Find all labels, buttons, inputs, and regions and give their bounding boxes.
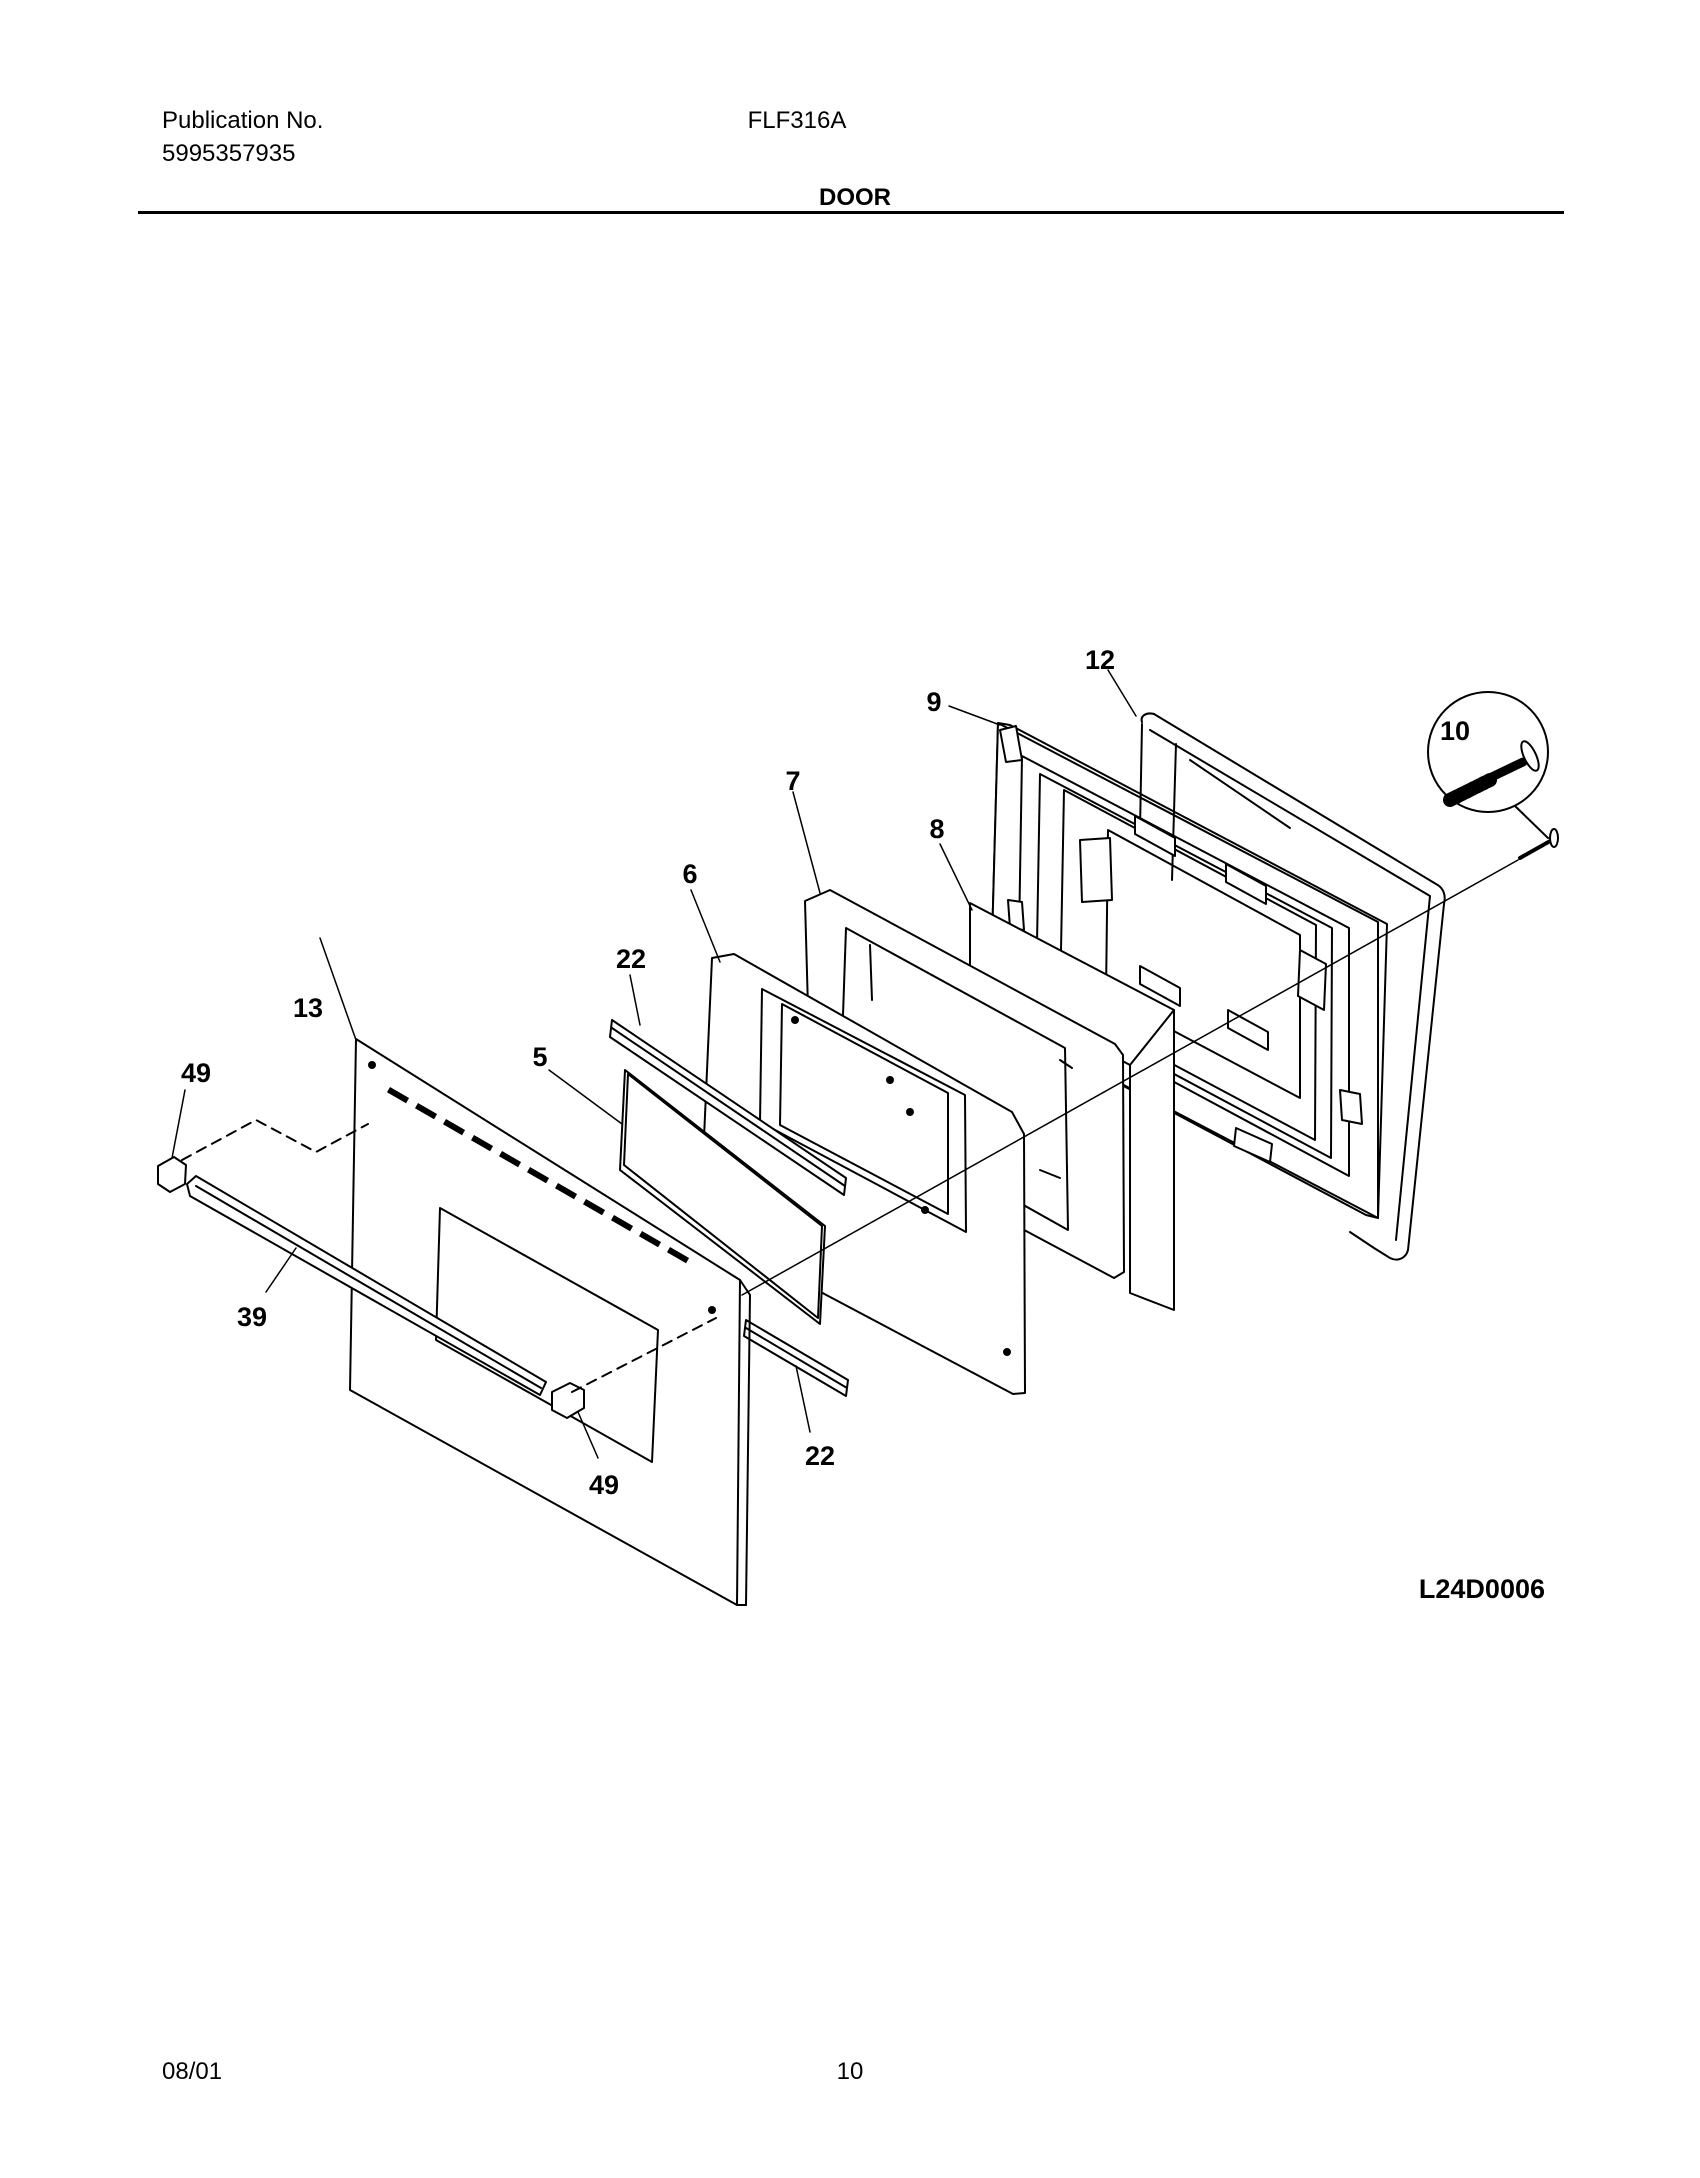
callout-8: 8 [929, 814, 944, 844]
callout-39: 39 [237, 1302, 267, 1332]
part-10-screw-detail [1427, 691, 1559, 860]
part-39-handle [186, 1175, 547, 1396]
callout-49-left: 49 [181, 1058, 211, 1088]
callout-7: 7 [785, 766, 800, 796]
header-rule [138, 211, 1564, 214]
part-49-end-caps [157, 1156, 585, 1419]
publication-number: 5995357935 [162, 140, 296, 167]
publication-label: Publication No. [162, 107, 324, 134]
callout-13: 13 [293, 993, 323, 1023]
part-12-door-gasket [1139, 712, 1446, 1261]
section-title: DOOR [819, 184, 891, 211]
part-22-lower-channel [743, 1319, 849, 1397]
drawing-code: L24D0006 [1418, 1574, 1545, 1604]
liner-brackets [1134, 815, 1327, 1051]
page-number: 10 [836, 2058, 864, 2085]
footer-date: 08/01 [162, 2058, 223, 2085]
callout-6: 6 [682, 859, 697, 889]
part-9-inner-door-liner [989, 722, 1388, 1219]
alignment-lines [181, 1119, 717, 1393]
part-5-glass [619, 1069, 826, 1325]
callout-9: 9 [926, 687, 941, 717]
leader-lines [171, 669, 1137, 1459]
callout-5: 5 [532, 1042, 547, 1072]
callout-22-upper: 22 [616, 944, 646, 974]
callout-12: 12 [1085, 645, 1115, 675]
assembly-line [741, 859, 1519, 1296]
callout-22-lower: 22 [805, 1441, 835, 1471]
model-number: FLF316A [747, 107, 847, 134]
part-22-upper-channel [609, 1019, 847, 1196]
callout-49-right: 49 [589, 1470, 619, 1500]
callout-10: 10 [1440, 716, 1470, 746]
